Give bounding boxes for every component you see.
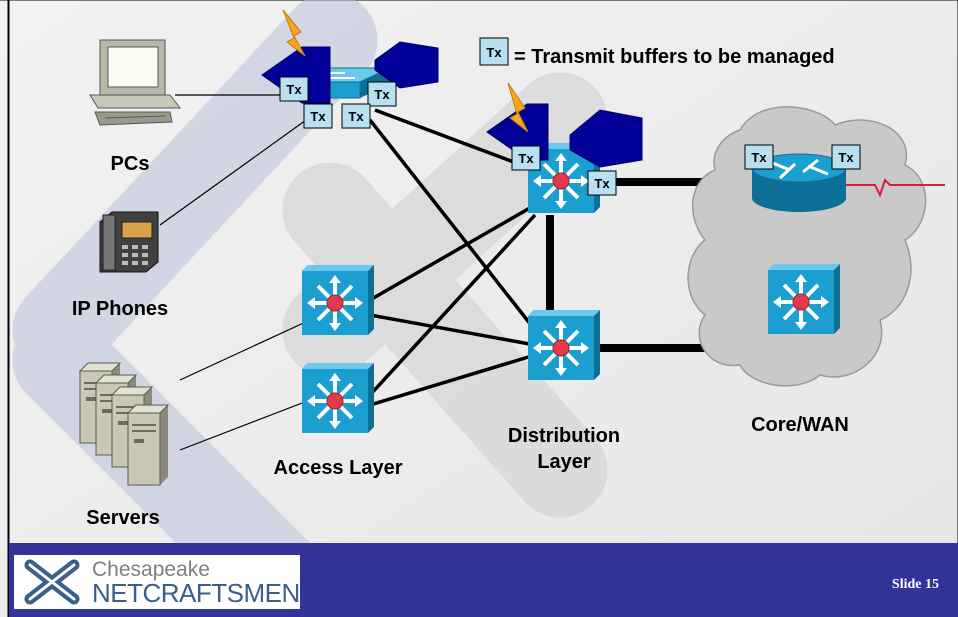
access-layer-label: Access Layer: [274, 457, 403, 479]
svg-text:Tx: Tx: [518, 151, 534, 166]
distribution-layer-label-line1: Distribution: [508, 425, 620, 447]
tx-box: Tx: [303, 103, 333, 129]
svg-text:Tx: Tx: [594, 176, 610, 191]
company-logo: Chesapeake NETCRAFTSMEN: [14, 555, 300, 609]
tx-box: Tx: [279, 76, 309, 102]
tx-box: Tx: [831, 144, 861, 170]
logo-line-2: NETCRAFTSMEN: [92, 578, 300, 608]
svg-text:Tx: Tx: [310, 109, 326, 124]
footer-bar: Chesapeake NETCRAFTSMEN Slide 15: [9, 543, 958, 617]
tx-box: Tx: [587, 170, 617, 196]
access-layer-switch-1: [300, 263, 376, 337]
logo-x-icon: [24, 559, 80, 605]
tx-box: Tx: [367, 81, 397, 107]
svg-text:Tx: Tx: [286, 82, 302, 97]
distribution-layer-label-line2: Layer: [537, 451, 591, 473]
wan-router-icon: [751, 153, 847, 212]
core-wan-label: Core/WAN: [751, 414, 849, 436]
core-wan-cloud: [687, 106, 927, 387]
tx-box: Tx: [744, 144, 774, 170]
svg-text:Tx: Tx: [374, 87, 390, 102]
lightning-icon-1: [282, 9, 306, 57]
pcs-label: PCs: [111, 153, 150, 175]
phone-link: [159, 109, 321, 226]
distribution-switch-2: [526, 308, 602, 382]
ip-phones-label: IP Phones: [72, 298, 168, 320]
tx-boxes: Tx Tx Tx Tx Tx Tx Tx Tx: [279, 76, 861, 196]
pc-icon: [89, 39, 182, 126]
servers-label: Servers: [86, 507, 159, 529]
legend-tx-box: [479, 37, 509, 66]
tx-box: Tx: [511, 145, 541, 171]
wan-link: [846, 178, 945, 198]
lightning-icon-2: [507, 82, 529, 133]
ip-phone-icon: [99, 211, 159, 273]
svg-text:Tx: Tx: [751, 150, 767, 165]
tx-box: Tx: [341, 103, 371, 129]
access-layer-switch-2: [300, 361, 376, 435]
legend: Tx = Transmit buffers to be managed: [479, 37, 835, 68]
legend-tx-symbol: Tx: [486, 45, 502, 60]
legend-text: = Transmit buffers to be managed: [514, 46, 835, 68]
server-link-2: [179, 399, 311, 451]
svg-text:Tx: Tx: [348, 109, 364, 124]
core-switch: [766, 262, 842, 336]
svg-text:Tx: Tx: [838, 150, 854, 165]
slide-number: Slide 15: [891, 577, 939, 592]
logo-line-1: Chesapeake: [92, 558, 210, 581]
lightning-icons: [282, 9, 529, 133]
server-link-1: [179, 319, 311, 381]
connections: [159, 94, 765, 451]
